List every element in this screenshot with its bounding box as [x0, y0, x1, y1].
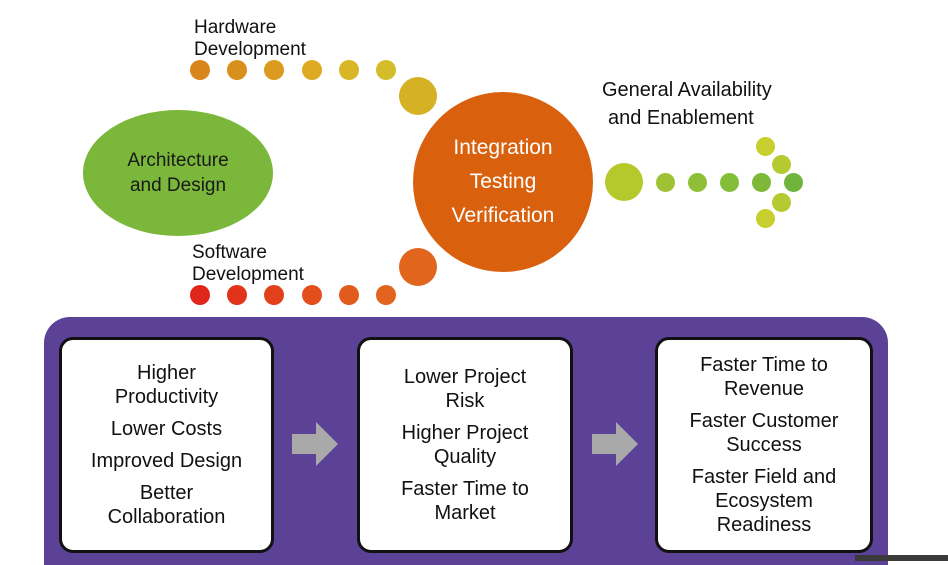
benefit-item: Improved Design — [90, 450, 243, 472]
benefit-box-2: Lower Project Risk Higher Project Qualit… — [357, 337, 573, 553]
flow-dot-large — [605, 163, 643, 201]
benefit-box-3: Faster Time to Revenue Faster Customer S… — [655, 337, 873, 553]
benefit-item: Higher Project Quality — [401, 422, 529, 468]
benefit-item: Faster Time to Market — [401, 478, 529, 524]
arrowhead-dot — [772, 155, 791, 174]
general-availability-label: General Availability and Enablement — [602, 79, 772, 129]
benefit-item: Faster Customer Success — [689, 410, 839, 456]
flow-dot — [784, 173, 803, 192]
integration-testing-verification-node: Integration Testing Verification — [413, 92, 593, 272]
flow-dot — [227, 60, 247, 80]
benefit-item: Faster Field and Ecosystem Readiness — [691, 466, 837, 536]
panel-shadow — [855, 555, 948, 561]
flow-dot — [190, 60, 210, 80]
software-development-label: Software Development — [192, 242, 304, 285]
flow-dot — [752, 173, 771, 192]
arrowhead-dot — [772, 193, 791, 212]
flow-dot — [720, 173, 739, 192]
flow-dot — [339, 285, 359, 305]
hardware-development-label: Hardware Development — [194, 17, 306, 60]
right-arrow-icon — [592, 422, 638, 466]
benefit-item: Higher Productivity — [114, 362, 219, 408]
architecture-and-design-node: Architecture and Design — [83, 110, 273, 236]
flow-dot — [688, 173, 707, 192]
flow-dot — [656, 173, 675, 192]
arrowhead-dot — [756, 209, 775, 228]
benefit-item: Lower Costs — [110, 418, 223, 440]
flow-dot — [227, 285, 247, 305]
flow-dot — [264, 285, 284, 305]
flow-dot-large — [399, 77, 437, 115]
benefit-box-1: Higher Productivity Lower Costs Improved… — [59, 337, 274, 553]
flow-dot — [264, 60, 284, 80]
benefit-item: Lower Project Risk — [403, 366, 527, 412]
flow-dot — [376, 60, 396, 80]
flow-dot — [302, 60, 322, 80]
benefit-item: Faster Time to Revenue — [700, 354, 828, 400]
arrowhead-dot — [756, 137, 775, 156]
flow-dot-large — [399, 248, 437, 286]
flow-dot — [376, 285, 396, 305]
right-arrow-icon — [292, 422, 338, 466]
flow-dot — [190, 285, 210, 305]
flow-dot — [339, 60, 359, 80]
benefit-item: Better Collaboration — [107, 482, 226, 528]
flow-dot — [302, 285, 322, 305]
